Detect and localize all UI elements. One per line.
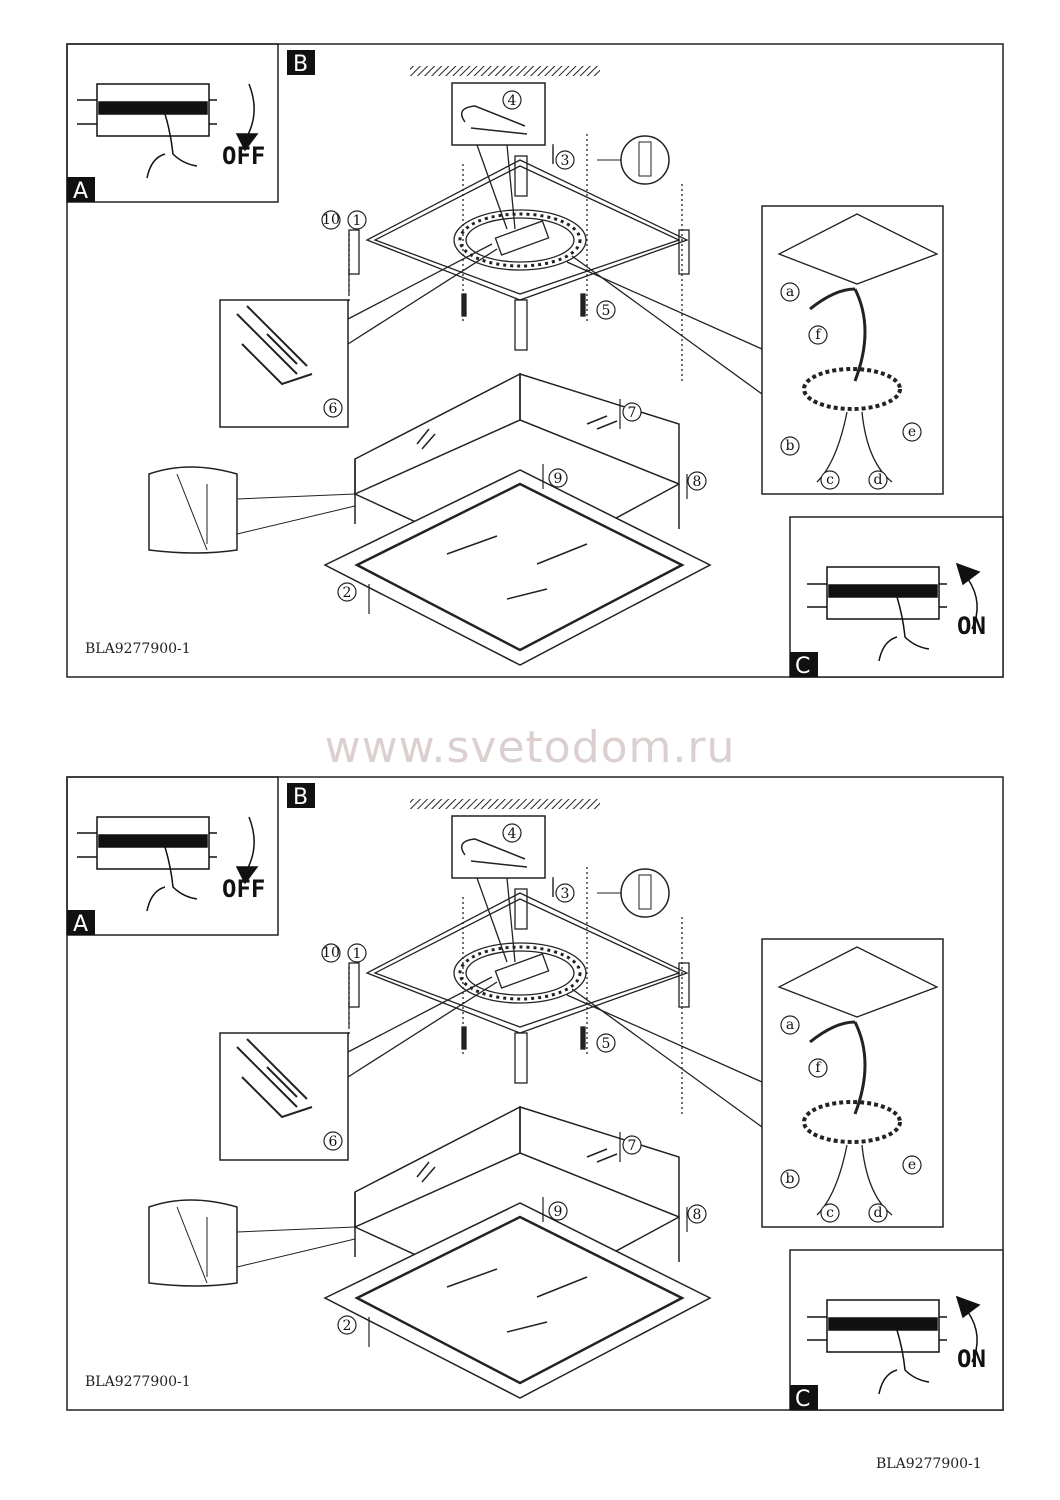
arrow-icons bbox=[348, 877, 688, 1347]
cable-icon bbox=[460, 838, 528, 868]
watermark: www.svetodom.ru bbox=[324, 722, 736, 773]
step-b-label: B bbox=[293, 52, 308, 77]
step-4-inset bbox=[451, 815, 546, 879]
diffuser-plate bbox=[323, 469, 712, 666]
step-10-number: 10 bbox=[322, 945, 340, 961]
footer-code: BLA9277900-1 bbox=[876, 1456, 982, 1472]
ceiling-hatch bbox=[410, 66, 600, 76]
mounting-frame bbox=[347, 134, 763, 395]
step-b-label-bg bbox=[287, 783, 315, 808]
letter-e: e bbox=[908, 424, 916, 440]
step-c-label: C bbox=[795, 1387, 810, 1412]
installation-diagram: A OFF B bbox=[66, 43, 1004, 679]
letter-c: c bbox=[826, 1205, 834, 1221]
instruction-panel-top: A OFF B bbox=[66, 43, 1004, 679]
cable-icon bbox=[460, 105, 528, 135]
step-7-number: 7 bbox=[628, 405, 637, 421]
step-4-number: 4 bbox=[508, 93, 517, 109]
step-a-box bbox=[66, 43, 279, 203]
step-9-number: 9 bbox=[554, 1204, 563, 1220]
step-6-number: 6 bbox=[329, 401, 338, 417]
letter-d: d bbox=[874, 1205, 883, 1221]
breaker-off-icon bbox=[77, 83, 259, 179]
letter-d: d bbox=[874, 472, 883, 488]
arrow-icons bbox=[348, 144, 688, 614]
breaker-off-icon bbox=[77, 816, 259, 912]
on-label: ON bbox=[957, 1345, 986, 1373]
step-10-number: 10 bbox=[322, 212, 340, 228]
letter-a: a bbox=[786, 284, 794, 300]
letter-f: f bbox=[815, 1060, 822, 1076]
step-b-label: B bbox=[293, 785, 308, 810]
installation-diagram: A OFF B bbox=[66, 776, 1004, 1412]
on-label: ON bbox=[957, 612, 986, 640]
step-8-number: 8 bbox=[693, 1207, 702, 1223]
instruction-panel-bottom: A OFF B bbox=[66, 776, 1004, 1412]
wiring-inset-drawing bbox=[777, 946, 939, 1216]
mounting-frame bbox=[347, 867, 763, 1128]
step-5-number: 5 bbox=[602, 303, 611, 319]
terminal-block-icon bbox=[236, 1038, 313, 1119]
letter-e: e bbox=[908, 1157, 916, 1173]
step-c-label-bg bbox=[790, 1385, 818, 1410]
step-6-number: 6 bbox=[329, 1134, 338, 1150]
step-3-number: 3 bbox=[561, 153, 570, 169]
step-4-number: 4 bbox=[508, 826, 517, 842]
step-c-label-bg bbox=[790, 652, 818, 677]
step-1-number: 1 bbox=[353, 946, 362, 962]
dowel-icon bbox=[620, 135, 670, 185]
step-a-box bbox=[66, 776, 279, 936]
step-a-label-bg bbox=[67, 177, 95, 202]
step-9-number: 9 bbox=[554, 471, 563, 487]
drawing-code: BLA9277900-1 bbox=[85, 641, 191, 657]
step-3-number: 3 bbox=[561, 886, 570, 902]
step-8-number: 8 bbox=[693, 474, 702, 490]
corner-detail-inset bbox=[148, 1199, 356, 1287]
breaker-on-icon bbox=[807, 1295, 981, 1395]
step-1-number: 1 bbox=[353, 213, 362, 229]
step-5-number: 5 bbox=[602, 1036, 611, 1052]
step-a-label: A bbox=[73, 912, 88, 937]
dowel-icon bbox=[620, 868, 670, 918]
step-2-number: 2 bbox=[343, 585, 352, 601]
letter-c: c bbox=[826, 472, 834, 488]
letter-f: f bbox=[815, 327, 822, 343]
letter-a: a bbox=[786, 1017, 794, 1033]
step-a-label: A bbox=[73, 179, 88, 204]
off-label: OFF bbox=[222, 875, 265, 903]
drawing-code: BLA9277900-1 bbox=[85, 1374, 191, 1390]
step-2-number: 2 bbox=[343, 1318, 352, 1334]
panel-frame bbox=[66, 43, 1004, 678]
letter-b: b bbox=[786, 1171, 795, 1187]
step-c-label: C bbox=[795, 654, 810, 679]
diffuser-plate bbox=[323, 1202, 712, 1399]
wiring-inset-drawing bbox=[777, 213, 939, 483]
letter-b: b bbox=[786, 438, 795, 454]
off-label: OFF bbox=[222, 142, 265, 170]
terminal-block-icon bbox=[236, 305, 313, 386]
step-a-label-bg bbox=[67, 910, 95, 935]
breaker-on-icon bbox=[807, 562, 981, 662]
panel-frame bbox=[66, 776, 1004, 1411]
corner-detail-inset bbox=[148, 466, 356, 554]
step-b-label-bg bbox=[287, 50, 315, 75]
ceiling-hatch bbox=[410, 799, 600, 809]
step-4-inset bbox=[451, 82, 546, 146]
step-7-number: 7 bbox=[628, 1138, 637, 1154]
